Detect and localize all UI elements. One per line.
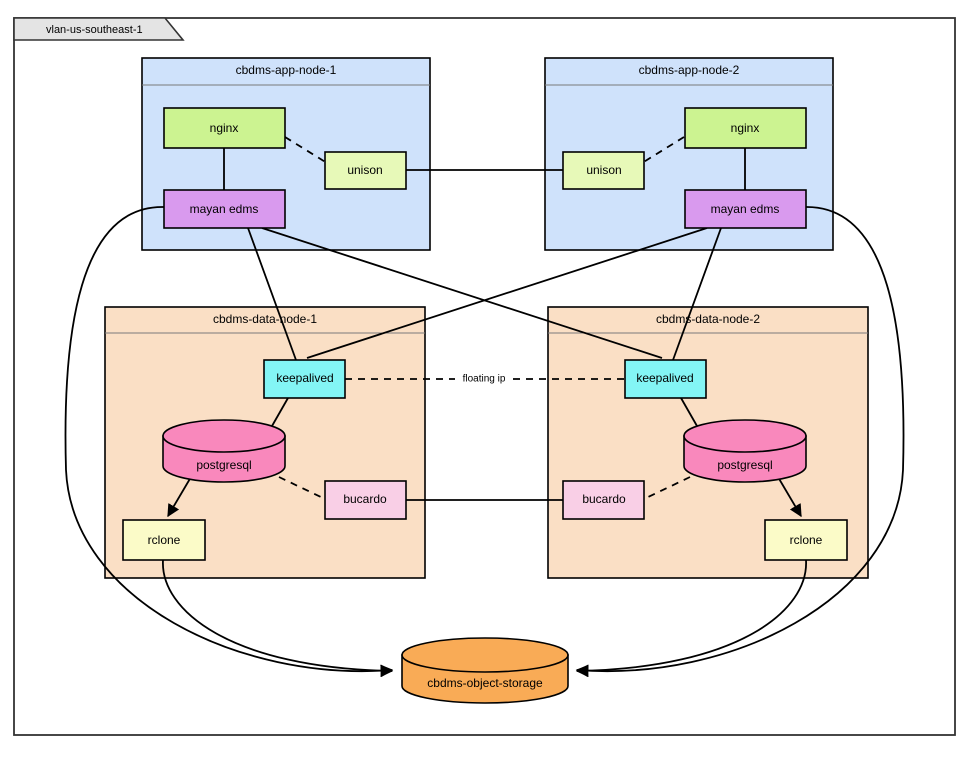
data-node-1-title: cbdms-data-node-1 [213, 312, 317, 326]
edge-mayan-1-object-storage [64, 206, 394, 678]
unison-1-box [324, 151, 407, 190]
rclone-2-label: rclone [790, 533, 823, 547]
keepalived-2-box [624, 359, 707, 399]
edge-mayan-2-object-storage [575, 206, 905, 678]
bucardo-1-label: bucardo [343, 492, 387, 506]
rclone-2-box [764, 519, 848, 561]
mayan-1-label: mayan edms [190, 202, 259, 216]
node-nginx-1[interactable]: nginx [163, 107, 286, 149]
edge-postgresql-2-bucardo-2 [643, 476, 691, 500]
mayan-2-label: mayan edms [711, 202, 780, 216]
edge-rclone-1-object-storage [162, 559, 394, 678]
edge-mayan-2-keepalived-2 [672, 227, 722, 361]
unison-2-box [562, 151, 645, 190]
floating-ip-label: floating ip [463, 374, 506, 385]
object-storage-cylinder-top [401, 637, 569, 673]
nginx-1-label: nginx [210, 121, 239, 135]
bucardo-1-box [324, 480, 407, 520]
node-keepalived-1[interactable]: keepalived [263, 359, 346, 399]
unison-1-label: unison [347, 163, 382, 177]
node-mayan-1[interactable]: mayan edms [163, 189, 286, 229]
node-rclone-2[interactable]: rclone [764, 519, 848, 561]
edge-nginx-1-unison-1 [284, 136, 328, 164]
node-unison-2[interactable]: unison [562, 151, 645, 190]
keepalived-1-box [263, 359, 346, 399]
keepalived-1-label: keepalived [276, 371, 333, 385]
rclone-1-label: rclone [148, 533, 181, 547]
node-postgresql-1[interactable]: postgresql [162, 419, 286, 483]
rclone-1-box [122, 519, 206, 561]
edge-rclone-2-object-storage [575, 559, 807, 678]
nginx-2-label: nginx [731, 121, 760, 135]
postgresql-2-cylinder-top [683, 419, 807, 453]
unison-2-label: unison [586, 163, 621, 177]
mayan-1-box [163, 189, 286, 229]
mayan-2-box [684, 189, 807, 229]
edge-postgresql-1-bucardo-1 [278, 476, 326, 500]
edge-mayan-2-keepalived-1 [306, 227, 708, 359]
postgresql-1-label: postgresql [196, 458, 251, 472]
app-node-1-title: cbdms-app-node-1 [236, 63, 337, 77]
node-unison-1[interactable]: unison [324, 151, 407, 190]
nginx-2-box [684, 107, 807, 149]
node-postgresql-2[interactable]: postgresql [683, 419, 807, 483]
vlan-label: vlan-us-southeast-1 [46, 24, 143, 36]
keepalived-2-label: keepalived [636, 371, 693, 385]
edges-layer: floating ip [64, 136, 905, 678]
edge-postgresql-1-rclone-1 [167, 476, 192, 518]
edge-postgresql-2-rclone-2 [777, 476, 802, 518]
node-keepalived-2[interactable]: keepalived [624, 359, 707, 399]
edge-mayan-1-keepalived-1 [247, 227, 297, 361]
nginx-1-box [163, 107, 286, 149]
node-bucardo-2[interactable]: bucardo [562, 480, 645, 520]
node-nginx-2[interactable]: nginx [684, 107, 807, 149]
vlan-tab [13, 17, 185, 41]
node-mayan-2[interactable]: mayan edms [684, 189, 807, 229]
app-node-2-title: cbdms-app-node-2 [639, 63, 740, 77]
node-bucardo-1[interactable]: bucardo [324, 480, 407, 520]
bucardo-2-box [562, 480, 645, 520]
edge-mayan-1-keepalived-2 [261, 227, 663, 359]
node-object-storage[interactable]: cbdms-object-storage [401, 637, 569, 704]
postgresql-2-label: postgresql [717, 458, 772, 472]
edge-nginx-2-unison-2 [641, 136, 685, 164]
bucardo-2-label: bucardo [582, 492, 626, 506]
postgresql-1-cylinder-top [162, 419, 286, 453]
data-node-2-title: cbdms-data-node-2 [656, 312, 760, 326]
node-rclone-1[interactable]: rclone [122, 519, 206, 561]
object-storage-label: cbdms-object-storage [427, 676, 543, 690]
